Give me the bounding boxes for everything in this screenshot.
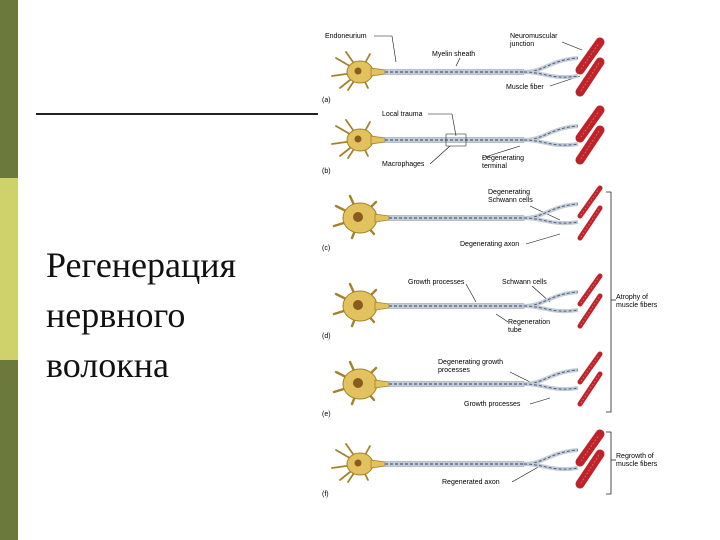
label-endoneurium: Endoneurium [325,33,367,40]
neuron-nucleus [353,300,363,310]
panel-a: (a) Endoneurium Myelin sheath Neuromuscu… [322,33,583,104]
axon-branch-upper [523,124,579,142]
label-schwann: Schwann cells [502,279,547,286]
label-growth-processes-e: Growth processes [464,401,521,408]
regrowth-bracket [606,431,612,495]
panel-a-letter: (a) [322,97,331,104]
axon-branch-upper [523,448,579,466]
label-degenerating: Degenerating [482,155,524,162]
panel-e-letter: (e) [322,411,331,418]
title-line-3: волокна [46,345,169,385]
axon-branch-lower-pattern [523,71,579,78]
title-line-2: нервного [46,295,186,335]
label-regenerated-axon: Regenerated axon [442,479,500,486]
nerve-regeneration-figure: (a) Endoneurium Myelin sheath Neuromuscu… [322,33,658,498]
axon-hillock [370,135,386,145]
leader-degenerating-axon [525,233,561,245]
label-schwann-cells: Schwann cells [488,197,533,204]
axon-hillock [374,379,390,389]
axon-branch-upper [523,290,579,308]
axon-hillock [374,301,390,311]
axon-branch-lower-pattern [523,463,579,470]
panel-e-art [332,351,603,407]
leader-regenerated-axon [511,465,541,483]
accent-bar-bottom [0,360,18,540]
axon-branch-upper [523,56,579,74]
label-processes: processes [438,367,470,374]
panel-e: (e) Degenerating growth processes Growth… [322,359,551,418]
leader-macrophages [429,145,451,165]
panel-f-art [331,429,605,489]
label-atrophy-line-2: muscle fibers [616,302,658,309]
label-junction: junction [509,41,534,48]
leader-endoneurium-2 [391,35,397,63]
axon-branch-upper [523,368,579,386]
leader-trauma-2 [451,113,457,137]
label-myelin-sheath: Myelin sheath [432,51,475,58]
panel-f-letter: (f) [322,491,329,498]
neuron-nucleus [353,212,363,222]
label-growth-processes: Growth processes [408,279,465,286]
leader-regeneration-tube [495,313,509,323]
label-neuromuscular: Neuromuscular [510,33,558,40]
axon-branch-lower-pattern [523,139,579,146]
panel-d-letter: (d) [322,333,331,340]
panel-b: (b) Local trauma Macrophages Degeneratin… [322,111,524,175]
label-degenerating-schwann: Degenerating [488,189,530,196]
panel-c: (c) Degenerating Schwann cells Degenerat… [322,189,561,252]
axon-branch-lower-pattern [523,383,579,390]
neuron-nucleus [353,378,363,388]
neuron-nucleus [354,67,362,75]
title-divider [36,113,318,115]
label-muscle-fiber: Muscle fiber [506,84,544,91]
panel-c-letter: (c) [322,245,330,252]
slide-title: Регенерация нервного волокна [46,240,306,390]
atrophy-bracket [606,191,612,413]
nerve-art-layer [331,37,605,489]
leader-growth-processes-e [529,397,551,405]
axon-hillock [370,459,386,469]
label-regeneration: Regeneration [508,319,550,326]
label-regrowth-line-1: Regrowth of [616,453,654,460]
axon-hillock [370,67,386,77]
trauma-box [445,133,467,147]
leader-nmj [561,41,583,51]
panel-a-art [331,37,605,97]
title-line-1: Регенерация [46,245,237,285]
label-local-trauma: Local trauma [382,111,423,118]
panel-b-letter: (b) [322,168,331,175]
neuron-nucleus [354,135,362,143]
neuron-nucleus [354,459,362,467]
accent-bar-middle [0,178,18,360]
panel-d-art [332,273,603,329]
label-macrophages: Macrophages [382,161,425,168]
leader-growth-processes [465,283,477,303]
panel-b-art [331,105,605,165]
axon-hillock [374,213,390,223]
label-degenerating-growth: Degenerating growth [438,359,503,366]
label-atrophy-line-1: Atrophy of [616,294,648,301]
panel-c-art [332,185,603,241]
label-degenerating-axon: Degenerating axon [460,241,519,248]
panel-f: (f) Regenerated axon [322,465,541,498]
label-terminal: terminal [482,163,507,170]
axon-branch-lower-pattern [523,305,579,312]
leader-myelin [455,57,461,67]
label-regrowth-line-2: muscle fibers [616,461,658,468]
leader-degenerating-terminal [481,145,521,159]
accent-bar-top [0,0,18,178]
leader-degenerating-growth [509,371,531,383]
axon-branch-lower-pattern [523,217,579,224]
label-tube: tube [508,327,522,334]
